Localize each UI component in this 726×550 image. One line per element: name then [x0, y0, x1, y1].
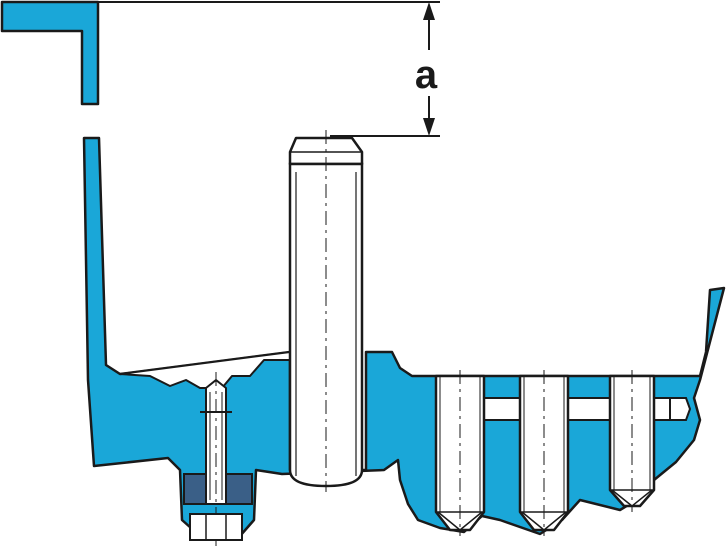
- angle-bracket: [0, 0, 100, 106]
- stud-2: [518, 370, 570, 536]
- dimension-label-bg: [405, 50, 445, 96]
- dimension-label: a: [415, 53, 438, 97]
- stud-1: [434, 370, 486, 536]
- cross-channel-end: [669, 397, 692, 421]
- dimension-arrow-head-up: [423, 2, 435, 20]
- hex-nut: [189, 513, 243, 541]
- stud-3: [608, 370, 656, 512]
- left-bolt-assembly: [183, 372, 253, 546]
- dimension-arrow-head-down: [423, 118, 435, 136]
- central-pin: [288, 130, 364, 492]
